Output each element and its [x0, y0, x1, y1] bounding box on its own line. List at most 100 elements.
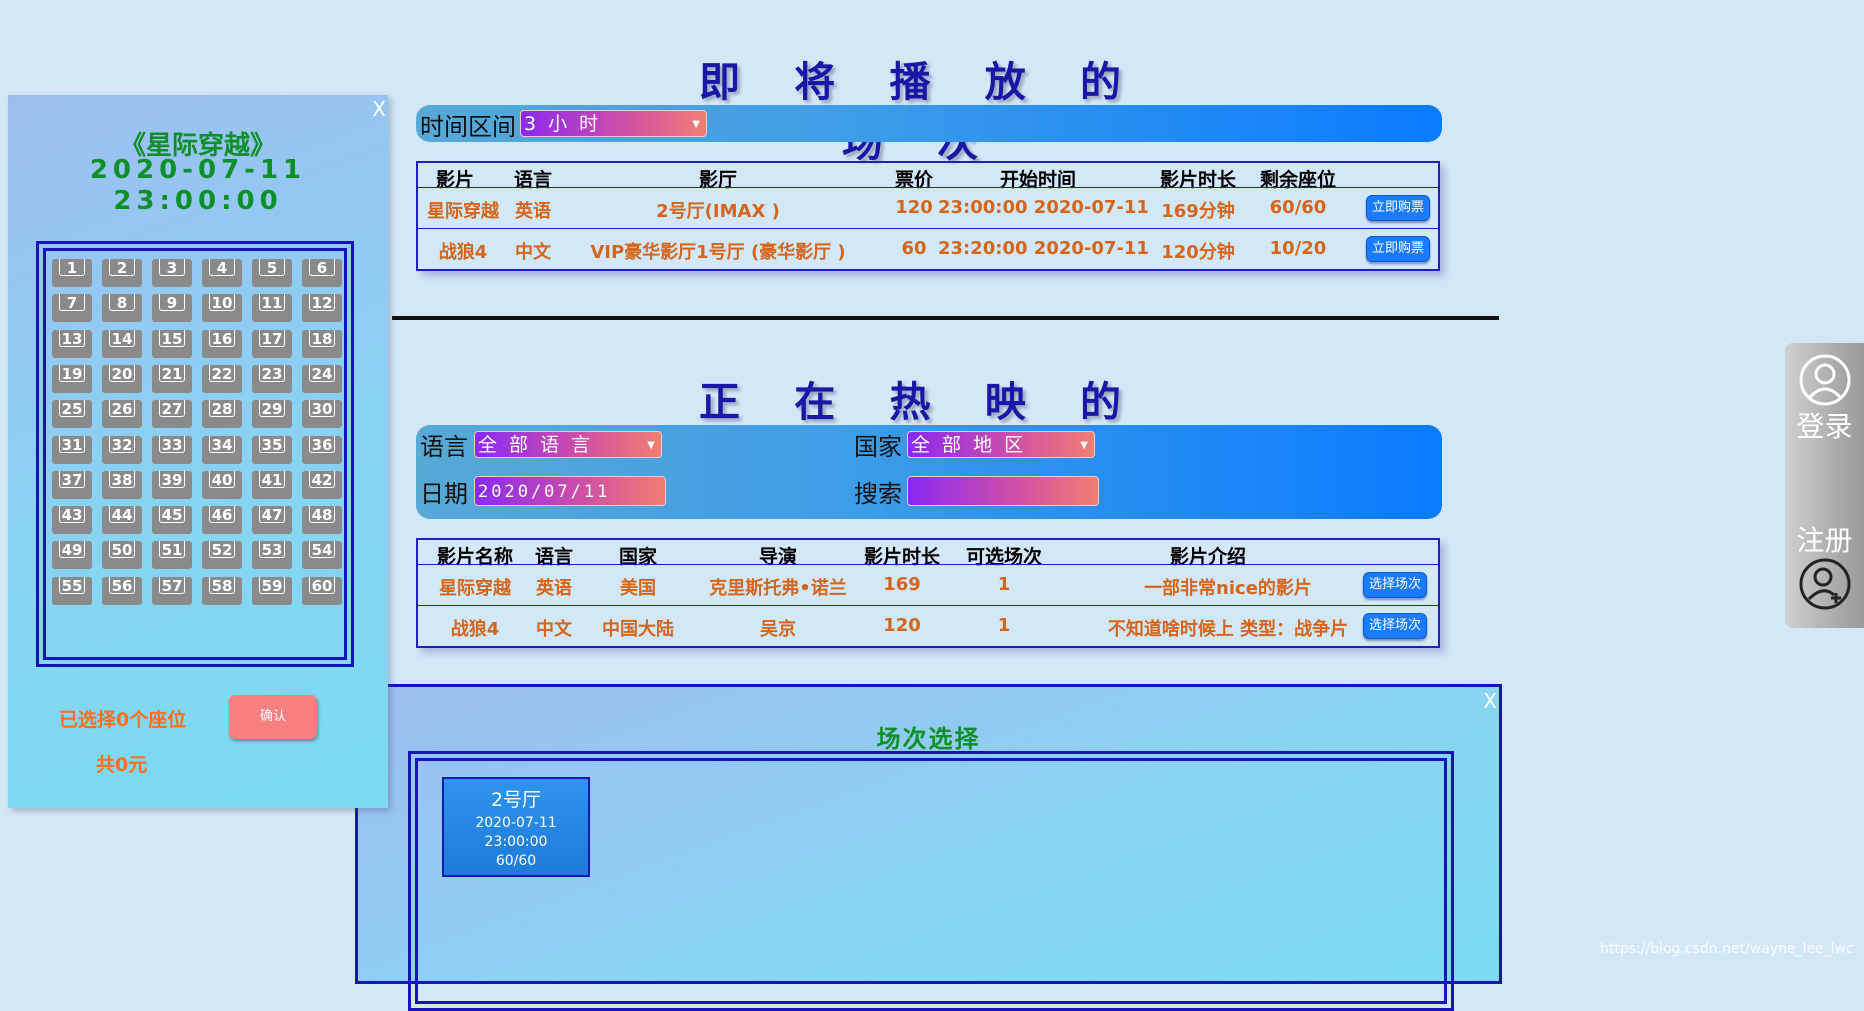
seat-number: 34	[211, 435, 233, 454]
seat[interactable]: 26	[102, 400, 142, 429]
confirm-button[interactable]: 确认	[229, 695, 317, 739]
seat[interactable]: 58	[202, 576, 242, 605]
seat[interactable]: 13	[52, 329, 92, 358]
seat[interactable]: 3	[152, 259, 192, 287]
seat[interactable]: 1	[52, 259, 92, 287]
seat-number: 54	[311, 541, 333, 560]
user-icon[interactable]	[1798, 353, 1852, 407]
seat[interactable]: 32	[102, 435, 142, 464]
close-icon[interactable]: X	[372, 97, 386, 121]
seat[interactable]: 48	[302, 506, 342, 535]
seat[interactable]: 21	[152, 364, 192, 393]
sessions-cell: 1	[997, 574, 1011, 595]
seat[interactable]: 25	[52, 400, 92, 429]
close-icon[interactable]: X	[1483, 689, 1497, 713]
seat[interactable]: 59	[252, 576, 292, 605]
seat[interactable]: 51	[152, 541, 192, 570]
seat[interactable]: 38	[102, 470, 142, 499]
register-link[interactable]: 注册	[1796, 524, 1853, 557]
login-link[interactable]: 登录	[1796, 410, 1853, 443]
seat[interactable]: 55	[52, 576, 92, 605]
seat[interactable]: 2	[102, 259, 142, 287]
add-user-icon[interactable]	[1798, 557, 1852, 611]
header-director: 导演	[758, 546, 797, 568]
seat[interactable]: 5	[252, 259, 292, 287]
seat-number: 38	[111, 470, 133, 489]
seat[interactable]: 27	[152, 400, 192, 429]
seat[interactable]: 47	[252, 506, 292, 535]
seat[interactable]: 30	[302, 400, 342, 429]
intro-cell: 不知道啥时候上 类型：战争片	[1107, 619, 1349, 640]
seat-number: 24	[311, 364, 333, 383]
seat[interactable]: 39	[152, 470, 192, 499]
seat-number: 35	[261, 435, 283, 454]
seat[interactable]: 8	[102, 294, 142, 323]
seat[interactable]: 29	[252, 400, 292, 429]
seat[interactable]: 9	[152, 294, 192, 323]
session-card[interactable]: 2号厅 2020-07-11 23:00:00 60/60	[442, 777, 590, 877]
seat[interactable]: 17	[252, 329, 292, 358]
seat[interactable]: 16	[202, 329, 242, 358]
seat[interactable]: 37	[52, 470, 92, 499]
seat[interactable]: 52	[202, 541, 242, 570]
language-value: 全 部 语 言	[478, 434, 594, 456]
seat[interactable]: 49	[52, 541, 92, 570]
seat[interactable]: 40	[202, 470, 242, 499]
select-session-button[interactable]: 选择场次	[1363, 613, 1428, 639]
seat[interactable]: 41	[252, 470, 292, 499]
buy-ticket-button[interactable]: 立即购票	[1366, 236, 1431, 262]
seat[interactable]: 53	[252, 541, 292, 570]
seat[interactable]: 42	[302, 470, 342, 499]
seat-number: 41	[261, 470, 283, 489]
select-session-button[interactable]: 选择场次	[1363, 572, 1428, 598]
seat[interactable]: 33	[152, 435, 192, 464]
seat[interactable]: 24	[302, 364, 342, 393]
seat[interactable]: 50	[102, 541, 142, 570]
seat[interactable]: 31	[52, 435, 92, 464]
header-seats-left: 剩余座位	[1259, 169, 1336, 191]
country-select[interactable]: 全 部 地 区 ▼	[907, 431, 1095, 458]
seat[interactable]: 10	[202, 294, 242, 323]
seat[interactable]: 14	[102, 329, 142, 358]
seat-number: 58	[211, 576, 233, 595]
seat[interactable]: 7	[52, 294, 92, 323]
seat[interactable]: 15	[152, 329, 192, 358]
seat[interactable]: 43	[52, 506, 92, 535]
search-input[interactable]	[907, 476, 1099, 506]
seat[interactable]: 4	[202, 259, 242, 287]
time-range-select[interactable]: 3 小 时 ▼	[520, 110, 707, 137]
seat[interactable]: 18	[302, 329, 342, 358]
seat[interactable]: 45	[152, 506, 192, 535]
session-time: 23:00:00	[113, 186, 283, 216]
seat[interactable]: 20	[102, 364, 142, 393]
seat[interactable]: 12	[302, 294, 342, 323]
now-showing-table: 影片名称 语言 国家 导演 影片时长 可选场次 影片介绍 星际穿越 英语 美国 …	[416, 538, 1440, 648]
language-cell: 中文	[515, 242, 551, 263]
seats-left-cell: 60/60	[1269, 197, 1327, 218]
seat[interactable]: 11	[252, 294, 292, 323]
seats-left-cell: 10/20	[1269, 238, 1327, 259]
buy-ticket-button[interactable]: 立即购票	[1366, 195, 1431, 221]
seat-number: 29	[261, 400, 283, 419]
seat[interactable]: 19	[52, 364, 92, 393]
seat[interactable]: 22	[202, 364, 242, 393]
date-input[interactable]: 2020/07/11	[474, 476, 666, 506]
seat[interactable]: 46	[202, 506, 242, 535]
chevron-down-icon: ▼	[692, 119, 700, 130]
seat[interactable]: 35	[252, 435, 292, 464]
seat[interactable]: 56	[102, 576, 142, 605]
seat[interactable]: 60	[302, 576, 342, 605]
seat[interactable]: 54	[302, 541, 342, 570]
account-sidebar: 登录 注册	[1785, 343, 1864, 628]
seat[interactable]: 23	[252, 364, 292, 393]
director-cell: 克里斯托弗•诺兰	[709, 578, 847, 599]
seat[interactable]: 57	[152, 576, 192, 605]
seat[interactable]: 44	[102, 506, 142, 535]
seat[interactable]: 6	[302, 259, 342, 287]
hall-cell: 2号厅(IMAX )	[656, 201, 780, 222]
seat-number: 7	[66, 294, 78, 313]
seat[interactable]: 34	[202, 435, 242, 464]
seat[interactable]: 28	[202, 400, 242, 429]
language-select[interactable]: 全 部 语 言 ▼	[474, 431, 662, 458]
seat[interactable]: 36	[302, 435, 342, 464]
